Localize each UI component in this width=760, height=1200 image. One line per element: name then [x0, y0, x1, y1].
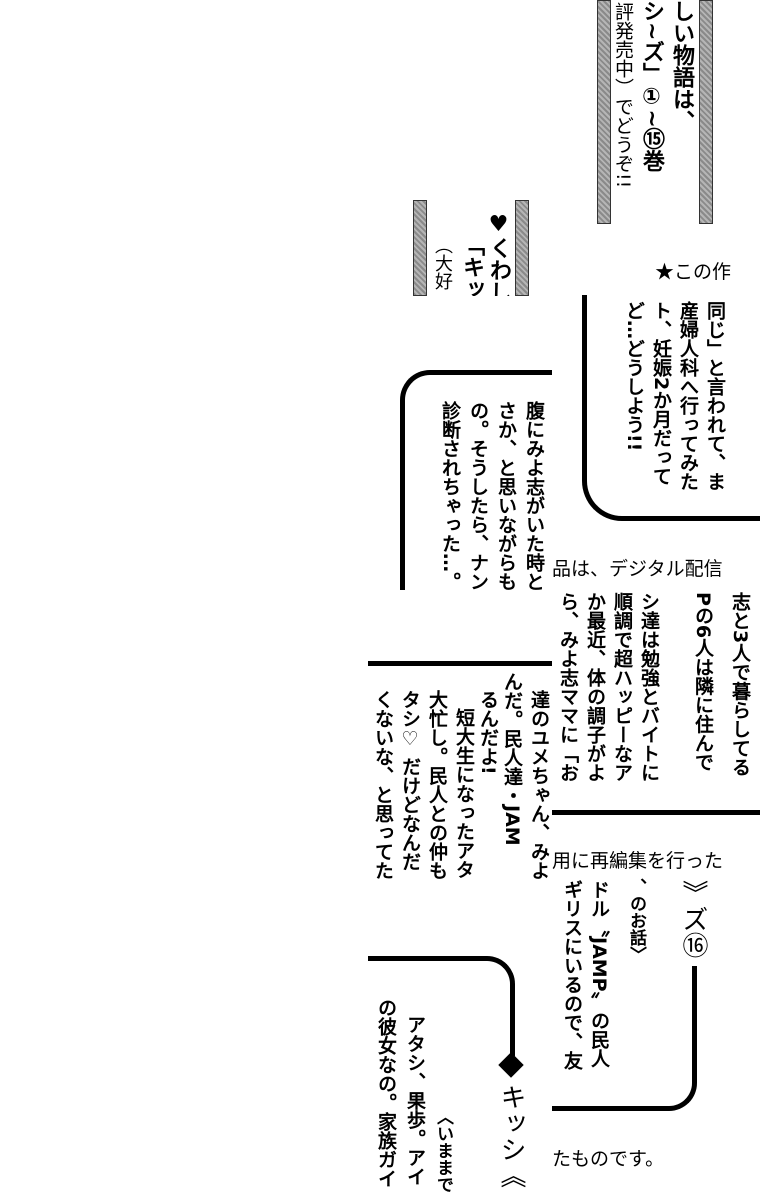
- notice-fragment: 用に再編集を行った: [552, 850, 724, 872]
- series-title: キッシ《: [496, 1084, 526, 1188]
- speech-bubble-border: [582, 295, 760, 521]
- ad-text-column: 「キッ: [459, 234, 484, 296]
- ad-box-border-right: [699, 0, 713, 224]
- bubble-text-column: ト、妊娠2か月だって: [650, 301, 672, 486]
- bubble-text-column: の。そうしたら、ナン: [467, 401, 489, 590]
- story-text-column: 達のユメちゃん、みよ: [528, 690, 550, 880]
- bottom-left-block: キッシ《 〈いままで アタシ、果歩。アイ の彼女なの。家族ガイ: [368, 950, 552, 1200]
- story-text-column: シ達は勉強とバイトに: [638, 592, 660, 782]
- notice-fragment: ★この作: [655, 261, 732, 283]
- bubble-text-column: ど…どうしよう!!: [623, 301, 645, 452]
- bubble-text-column: 同じ」と言われて、ま: [704, 301, 726, 491]
- ad-text-column: しい物語は、: [669, 0, 694, 132]
- story-text-column: Pの6人は隣に住んで: [692, 592, 714, 772]
- divider-line: [552, 810, 760, 815]
- story-text-column: ドル〝JAMP〟の民人: [588, 880, 610, 1068]
- diamond-icon: [498, 1052, 524, 1078]
- speech-bubble-left: 腹にみよ志がいた時と さか、と思いながらも の。そうしたら、ナン 診断されちゃっ…: [398, 368, 552, 590]
- ad-box-2: ♥くわし 「キッ （大好: [427, 200, 515, 296]
- bubble-text-column: 産婦人科へ行ってみた: [677, 301, 699, 491]
- ad-box-border-right: [515, 200, 529, 296]
- volume-title: 》ズ⑯: [678, 880, 708, 962]
- ad-box-border-left: [597, 0, 611, 224]
- ad-text-column: シ~ズ」①~⑮巻: [639, 0, 664, 172]
- story-text-column: んだ。民人達・JAM: [501, 672, 523, 846]
- divider-line: [368, 661, 552, 666]
- story-text-column: るんだよ!: [477, 690, 499, 775]
- speech-bubble-border: [400, 370, 552, 590]
- story-text-column: ギリスにいるので、友: [561, 880, 583, 1070]
- ad-text-column: （大好: [432, 236, 453, 290]
- story-text-column: 順調で超ハッピーなア: [611, 592, 633, 782]
- bubble-text-column: 診断されちゃった…。: [439, 401, 461, 590]
- story-text-column: か最近、体の調子がよ: [584, 592, 606, 782]
- volume-16-block: 》ズ⑯ 、のお話〉 ドル〝JAMP〟の民人 ギリスにいるので、友: [552, 876, 760, 1116]
- story-block-left: 達のユメちゃん、みよ んだ。民人達・JAM るんだよ! 短大生になったアタ 大忙…: [368, 666, 552, 896]
- story-text-column: アタシ、果歩。アイ: [404, 1015, 426, 1186]
- notice-fragment: たものです。: [552, 1148, 665, 1170]
- story-text-column: 短大生になったアタ: [453, 708, 475, 879]
- story-text-column: の彼女なの。家族ガイ: [375, 998, 397, 1188]
- story-text-column: 、のお話〉: [626, 878, 646, 963]
- story-text-column: 大忙し。民人との仲も: [426, 690, 448, 880]
- story-text-column: 志と3人で暮らしてる: [729, 592, 751, 777]
- story-text-column: くないな、と思ってた: [372, 690, 394, 880]
- story-text-column: 〈いままで: [433, 1108, 453, 1193]
- story-text-column: タシ♡ だけどなんだ: [399, 690, 421, 871]
- ad-text-column: ♥くわし: [486, 212, 511, 296]
- volume-box-border: [552, 966, 697, 1111]
- story-block-right: 志と3人で暮らしてる Pの6人は隣に住んで シ達は勉強とバイトに 順調で超ハッピ…: [552, 588, 760, 800]
- ad-box-border-left: [413, 200, 427, 296]
- bubble-text-column: さか、と思いながらも: [495, 401, 517, 590]
- notice-fragment: 品は、デジタル配信: [552, 558, 723, 580]
- bubble-text-column: 腹にみよ志がいた時と: [523, 401, 545, 590]
- story-box-border: [368, 956, 515, 1056]
- story-text-column: ら、みよ志ママに「お: [557, 592, 579, 782]
- speech-bubble-top-right: 同じ」と言われて、ま 産婦人科へ行ってみた ト、妊娠2か月だって ど…どうしよう…: [587, 295, 760, 515]
- ad-text-column: 評発売中）でどうぞ!!: [612, 2, 634, 189]
